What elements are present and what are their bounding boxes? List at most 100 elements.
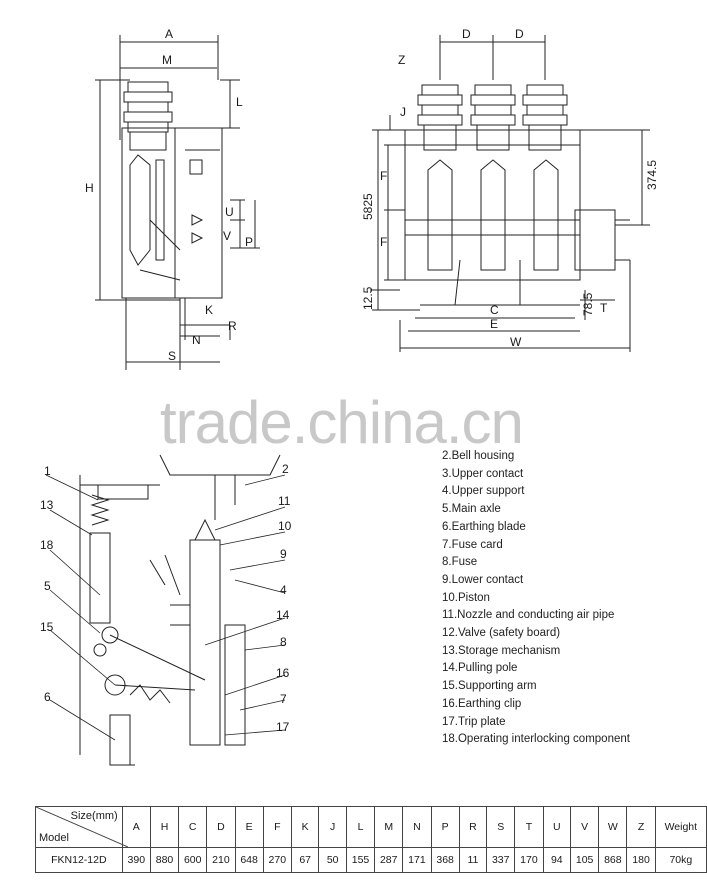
- column-header: E: [234, 806, 264, 848]
- dim-label-H: H: [85, 181, 94, 195]
- column-header: H: [149, 806, 180, 848]
- part-item: 8.Fuse: [442, 556, 478, 569]
- part-item: 4.Upper support: [442, 485, 525, 498]
- dim-label-S: S: [168, 349, 176, 363]
- column-header: R: [458, 806, 488, 848]
- column-header: K: [290, 806, 320, 848]
- dim-label-P: P: [245, 235, 253, 249]
- part-item: 16.Earthing clip: [442, 697, 522, 710]
- column-header: M: [374, 806, 404, 848]
- callout-5: 5: [44, 579, 51, 593]
- callout-7: 7: [280, 692, 287, 706]
- front-view-drawing: D D Z J F F 5825 374.5 12.5 78.5 T C E W: [361, 27, 659, 352]
- column-header: S: [486, 806, 516, 848]
- dim-label-K: K: [205, 303, 213, 317]
- side-view-drawing: A M L H U V P K R N S: [85, 27, 260, 370]
- model-cell: FKN12-12D: [35, 847, 123, 873]
- spec-table-header-row: Size(mm) Model A H C D E F K J L M N P R…: [35, 806, 707, 848]
- callout-2: 2: [282, 462, 289, 476]
- value-cell: 180: [626, 847, 656, 873]
- callout-6: 6: [44, 690, 51, 704]
- value-cell: 11: [458, 847, 488, 873]
- callout-15: 15: [40, 620, 54, 634]
- part-item: 2.Bell housing: [442, 450, 515, 462]
- value-cell: 368: [430, 847, 460, 873]
- part-item: 9.Lower contact: [442, 573, 524, 586]
- dim-label-N: N: [192, 333, 201, 347]
- value-cell: 270: [262, 847, 292, 873]
- value-cell: 67: [290, 847, 320, 873]
- sectional-view-drawing: 1 2 13 11 10 18 9 5 4 14 15 8 16 6 7 17: [40, 454, 292, 766]
- part-item: 10.Piston: [442, 591, 490, 604]
- callout-9: 9: [280, 547, 287, 561]
- value-cell: 105: [570, 847, 600, 873]
- dim-label-V: V: [223, 229, 231, 243]
- dim-label-J: J: [400, 105, 406, 119]
- value-cell: 337: [486, 847, 516, 873]
- value-cell: 210: [206, 847, 236, 873]
- part-item: 14.Pulling pole: [442, 662, 518, 675]
- part-item: 13.Storage mechanism: [442, 644, 561, 657]
- part-item: 6.Earthing blade: [442, 520, 526, 533]
- value-cell: 155: [345, 847, 376, 873]
- value-cell: 648: [234, 847, 264, 873]
- callout-16: 16: [276, 666, 290, 680]
- value-cell: 880: [149, 847, 180, 873]
- value-cell: 50: [318, 847, 347, 873]
- part-item: 15.Supporting arm: [442, 680, 537, 693]
- part-item: 11.Nozzle and conducting air pipe: [442, 609, 615, 622]
- dim-label-W: W: [510, 335, 522, 349]
- part-item: 17.Trip plate: [442, 715, 506, 728]
- model-header: Model: [39, 832, 69, 844]
- column-header: W: [598, 806, 628, 848]
- value-cell: 171: [402, 847, 432, 873]
- parts-list: 2.Bell housing 3.Upper contact 4.Upper s…: [442, 448, 702, 749]
- column-header: U: [542, 806, 572, 848]
- part-item: 3.Upper contact: [442, 467, 524, 480]
- size-model-header-cell: Size(mm) Model: [35, 806, 128, 848]
- column-header: T: [514, 806, 544, 848]
- value-cell: 287: [374, 847, 404, 873]
- value-cell: 600: [178, 847, 208, 873]
- dim-label-L: L: [236, 95, 243, 109]
- dim-label-D-left: D: [462, 27, 471, 41]
- callout-17: 17: [276, 720, 290, 734]
- value-cell: 94: [542, 847, 572, 873]
- table-row: FKN12-12D 390 880 600 210 648 270 67 50 …: [35, 847, 707, 873]
- dim-label-78-5: 78.5: [581, 292, 595, 316]
- dim-label-374-5: 374.5: [645, 160, 659, 190]
- column-header: F: [262, 806, 292, 848]
- column-header: J: [318, 806, 347, 848]
- callout-10: 10: [278, 519, 292, 533]
- value-cell: 868: [598, 847, 628, 873]
- callout-14: 14: [276, 608, 290, 622]
- callout-1: 1: [44, 464, 51, 478]
- callout-4: 4: [280, 583, 287, 597]
- spec-table: Size(mm) Model A H C D E F K J L M N P R…: [35, 806, 707, 873]
- column-header: N: [402, 806, 432, 848]
- dim-label-12-5: 12.5: [361, 286, 375, 310]
- diagonal-divider: [36, 807, 128, 847]
- value-cell: 390: [121, 847, 151, 873]
- callout-11: 11: [278, 494, 291, 508]
- dim-label-D-right: D: [515, 27, 524, 41]
- callout-8: 8: [280, 635, 287, 649]
- column-header: Z: [626, 806, 656, 848]
- column-header: Weight: [654, 806, 707, 848]
- dim-label-5825: 5825: [361, 193, 375, 220]
- callout-18: 18: [40, 538, 54, 552]
- dim-label-F-lower: F: [380, 235, 387, 249]
- callout-13: 13: [40, 498, 54, 512]
- dim-label-R: R: [228, 319, 237, 333]
- part-item: 7.Fuse card: [442, 538, 503, 551]
- column-header: V: [570, 806, 600, 848]
- part-item: 5.Main axle: [442, 503, 501, 516]
- column-header: C: [178, 806, 208, 848]
- dim-label-Z: Z: [398, 53, 405, 67]
- dim-label-U: U: [225, 205, 234, 219]
- dim-label-F-upper: F: [380, 169, 387, 183]
- dim-label-M: M: [162, 53, 172, 67]
- column-header: P: [430, 806, 460, 848]
- column-header: D: [206, 806, 236, 848]
- part-item: 12.Valve (safety board): [442, 627, 561, 640]
